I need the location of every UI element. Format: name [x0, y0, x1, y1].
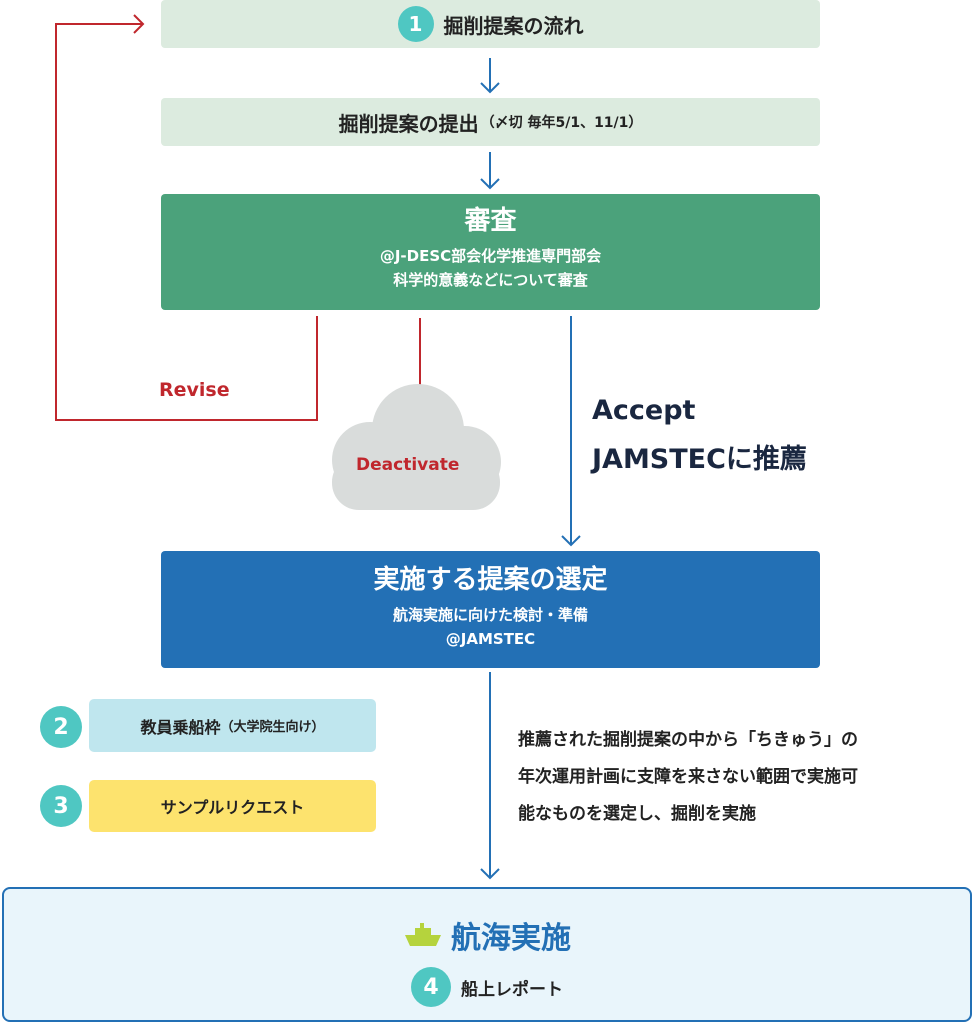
- review-description: 科学的意義などについて審査: [393, 271, 588, 289]
- selection-box: 実施する提案の選定 航海実施に向けた検討・準備 @JAMSTEC: [161, 551, 820, 668]
- cruise-title: 航海実施: [451, 921, 571, 956]
- description-line-1: 推薦された掘削提案の中から「ちきゅう」の: [518, 730, 858, 750]
- selection-preparation: 航海実施に向けた検討・準備: [392, 606, 588, 624]
- selection-title: 実施する提案の選定: [373, 565, 608, 595]
- arrow-to-cruise: [480, 672, 500, 880]
- selection-organization: @JAMSTEC: [445, 630, 536, 648]
- arrow-down-1: [480, 58, 500, 94]
- cruise-box: 航海実施 4 船上レポート: [2, 887, 972, 1022]
- accept-arrow: [561, 316, 581, 547]
- side-item-sample-request: サンプルリクエスト: [89, 780, 376, 832]
- review-title: 審査: [464, 206, 517, 236]
- revise-label: Revise: [159, 379, 230, 401]
- side-item-note: （大学院生向け）: [220, 720, 325, 735]
- step-number-badge: 1: [397, 6, 434, 42]
- description-line-3: 能なものを選定し、掘削を実施: [518, 804, 756, 824]
- description-line-2: 年次運用計画に支障を来さない範囲で実施可: [518, 767, 858, 787]
- step-number-badge: 4: [411, 967, 451, 1007]
- revise-loop-arrow: [55, 14, 318, 421]
- ship-icon: [405, 923, 441, 946]
- side-item-number-2: 2: [40, 706, 82, 748]
- deactivate-label: Deactivate: [356, 455, 460, 475]
- arrow-down-2: [480, 152, 500, 190]
- review-box: 審査 @J-DESC部会化学推進専門部会 科学的意義などについて審査: [161, 194, 820, 310]
- accept-recommend-label: JAMSTECに推薦: [592, 444, 807, 475]
- review-committee: @J-DESC部会化学推進専門部会: [379, 247, 602, 265]
- submission-title: 掘削提案の提出: [338, 111, 479, 136]
- flow-header-box: 1 掘削提案の流れ: [161, 0, 820, 48]
- side-item-faculty-berth: 教員乗船枠 （大学院生向け）: [89, 699, 376, 752]
- submission-box: 掘削提案の提出 （〆切 毎年5/1、11/1）: [161, 98, 820, 146]
- deactivate-cloud: [332, 384, 501, 510]
- selection-description: 推薦された掘削提案の中から「ちきゅう」の 年次運用計画に支障を来さない範囲で実施…: [518, 722, 858, 833]
- submission-deadline-note: （〆切 毎年5/1、11/1）: [480, 115, 643, 131]
- accept-label: Accept: [592, 395, 696, 426]
- onboard-report-label: 船上レポート: [461, 979, 563, 1000]
- flow-header-title: 掘削提案の流れ: [443, 13, 584, 38]
- side-item-label: サンプルリクエスト: [160, 798, 305, 817]
- side-item-label: 教員乗船枠: [140, 717, 221, 737]
- side-item-number-3: 3: [40, 785, 82, 827]
